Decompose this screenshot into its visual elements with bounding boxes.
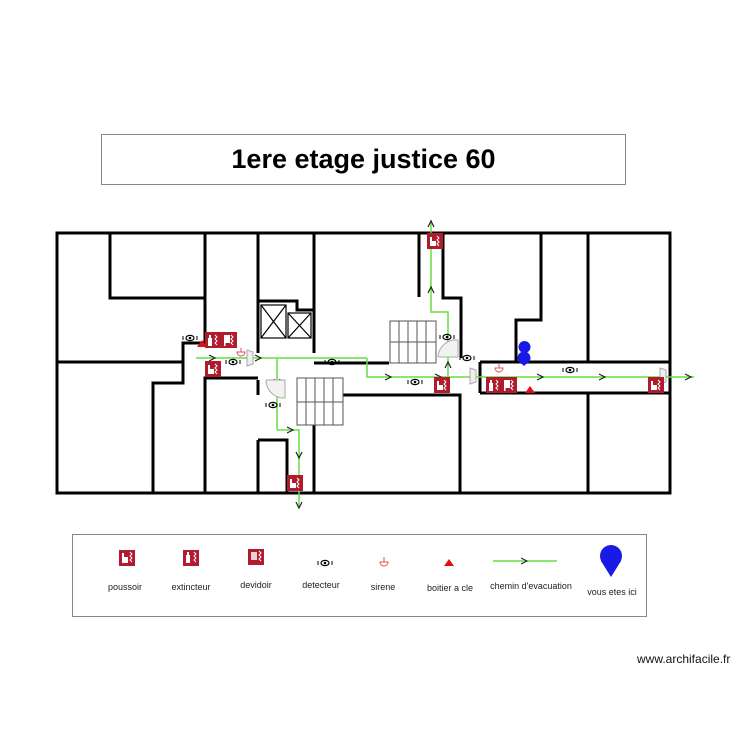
evacuation-paths	[196, 220, 694, 508]
sirens	[236, 348, 504, 373]
boitier-a-cle-icon	[444, 559, 454, 566]
legend-label-detecteur: detecteur	[302, 580, 340, 590]
legend-label-sirene: sirene	[370, 582, 396, 592]
plan-title-box: 1ere etage justice 60	[101, 134, 626, 185]
legend-label-vous-etes-ici: vous etes ici	[587, 587, 637, 597]
credit-link[interactable]: www.archifacile.fr	[637, 652, 731, 666]
legend-label-poussoir: poussoir	[107, 582, 143, 592]
key-boxes	[197, 340, 535, 393]
devidoir-icon	[248, 549, 264, 565]
plan-title: 1ere etage justice 60	[231, 144, 496, 174]
path-arrows	[208, 220, 692, 509]
legend-label-chemin-evacuation: chemin d'evacuation	[490, 581, 572, 591]
extincteur-icon	[183, 550, 199, 566]
legend-icons	[119, 545, 622, 577]
you-are-here-marker	[517, 341, 531, 366]
sirene-icon	[379, 557, 389, 567]
elevator-shafts	[260, 304, 312, 339]
legend: poussoir extincteur devidoir detecteur s…	[72, 534, 647, 617]
you-are-here-icon	[600, 545, 622, 577]
doors	[246, 339, 667, 399]
legend-label-extincteur: extincteur	[171, 582, 211, 592]
stairs	[296, 320, 437, 426]
detectors	[182, 333, 578, 409]
evacuation-path-icon	[493, 557, 557, 565]
walls	[55, 231, 672, 495]
detecteur-icon	[317, 559, 333, 567]
legend-label-boitier-a-cle: boitier a cle	[426, 583, 474, 593]
poussoir-icon	[119, 550, 135, 566]
legend-label-devidoir: devidoir	[240, 580, 272, 590]
